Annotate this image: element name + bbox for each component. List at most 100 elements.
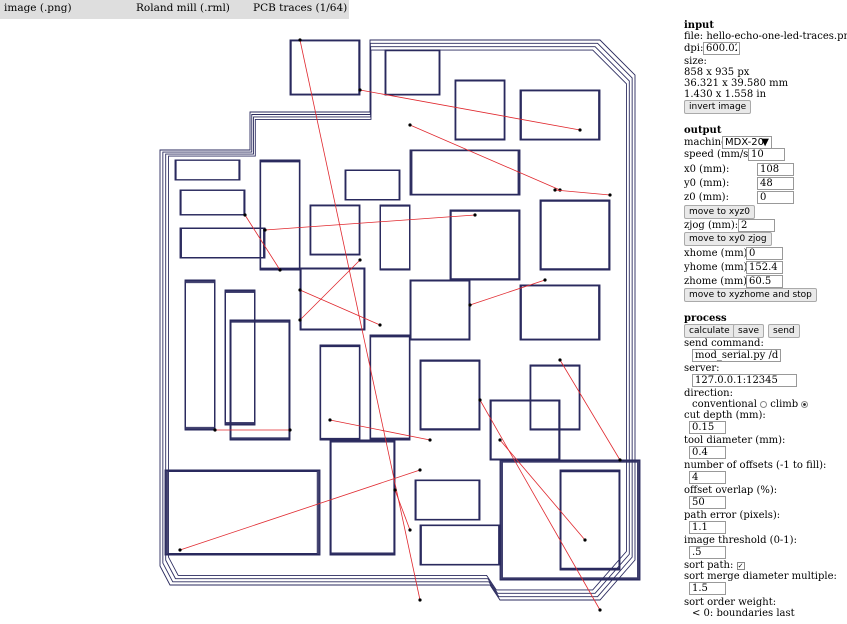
trace-offset-path	[344, 169, 401, 201]
trace-offset-path	[259, 159, 301, 271]
rapid-move-line	[299, 39, 421, 601]
trace-offset-path	[168, 49, 627, 591]
path-point	[543, 278, 547, 282]
trace-offset-path	[310, 205, 360, 255]
path-point	[298, 288, 302, 292]
offsets-label: number of offsets (-1 to fill):	[684, 460, 827, 471]
trace-offset-path	[414, 479, 481, 521]
climb-radio[interactable]	[801, 401, 809, 408]
machine-select[interactable]: MDX-20 ▼	[722, 136, 772, 149]
x0-input[interactable]	[757, 163, 794, 176]
trace-offset-path	[259, 160, 301, 270]
trace-offset-path	[174, 159, 241, 181]
trace-offset-path	[369, 334, 411, 441]
trace-offset-path	[540, 200, 610, 270]
move-to-xy0-button[interactable]: move to xy0 zjog	[684, 232, 772, 246]
trace-offset-path	[454, 79, 506, 141]
save-button[interactable]: save	[733, 324, 765, 338]
y0-label: y0 (mm):	[684, 178, 730, 189]
trace-offset-path	[539, 199, 611, 271]
trace-offset-path	[500, 460, 640, 580]
xhome-input[interactable]	[746, 247, 783, 260]
trace-offset-path	[180, 189, 245, 216]
speed-input[interactable]	[748, 148, 785, 161]
trace-offset-path	[179, 189, 246, 216]
trace-offset-path	[162, 42, 633, 598]
size-px: 858 x 935 px	[684, 67, 750, 78]
z0-input[interactable]	[757, 191, 794, 204]
trace-offset-path	[184, 281, 216, 429]
zjog-input[interactable]	[738, 219, 775, 232]
trace-offset-path	[174, 159, 241, 181]
sort-path-checkbox[interactable]: ✓	[736, 561, 745, 570]
tab-pcb-traces[interactable]: PCB traces (1/64)	[253, 2, 348, 14]
trace-offset-path	[529, 364, 581, 431]
threshold-input[interactable]	[689, 546, 726, 559]
trace-offset-path	[180, 227, 265, 259]
overlap-input[interactable]	[689, 496, 726, 509]
input-heading: input	[684, 20, 714, 31]
path-point	[358, 88, 362, 92]
move-to-xyz0-button[interactable]: move to xyz0	[684, 205, 755, 219]
size-mm: 36.321 x 39.580 mm	[684, 78, 789, 89]
tool-diameter-input[interactable]	[689, 446, 726, 459]
trace-offset-path	[330, 441, 395, 554]
trace-offset-path	[409, 279, 471, 341]
trace-offset-path	[166, 470, 319, 555]
trace-offset-path	[420, 525, 500, 565]
process-heading: process	[684, 313, 727, 324]
trace-offset-path	[159, 39, 636, 601]
rapid-move-line	[299, 289, 381, 326]
trace-offset-path	[379, 204, 411, 271]
trace-offset-path	[520, 89, 600, 141]
invert-image-button[interactable]: invert image	[684, 100, 752, 114]
path-point	[618, 458, 622, 462]
trace-offset-path	[454, 79, 506, 141]
trace-offset-path	[520, 284, 600, 341]
trace-offset-path	[300, 268, 365, 330]
sort-path-row: sort path: ✓	[684, 560, 745, 571]
trace-offset-path	[260, 160, 300, 270]
trace-offset-path	[540, 200, 610, 270]
trace-offset-path	[411, 150, 519, 195]
send-button[interactable]: send	[768, 324, 800, 338]
trace-offset-path	[290, 40, 360, 95]
cut-depth-input[interactable]	[689, 421, 726, 434]
path-point	[583, 538, 587, 542]
order-weight-note: < 0: boundaries last	[692, 608, 795, 619]
trace-offset-path	[164, 469, 321, 556]
conventional-radio[interactable]	[760, 401, 768, 408]
path-error-input[interactable]	[689, 521, 726, 534]
rapid-move-line	[359, 89, 581, 131]
trace-offset-path	[175, 159, 240, 181]
output-heading: output	[684, 125, 722, 136]
merge-input[interactable]	[689, 582, 726, 595]
calculate-button[interactable]: calculate	[684, 324, 735, 338]
offsets-input[interactable]	[689, 471, 726, 484]
threshold-label: image threshold (0-1):	[684, 535, 797, 546]
server-input[interactable]	[692, 374, 797, 387]
send-command-input[interactable]	[692, 349, 781, 362]
yhome-input[interactable]	[746, 261, 783, 274]
trace-offset-path	[560, 471, 620, 569]
trace-offset-path	[345, 170, 400, 200]
trace-offset-path	[455, 80, 505, 140]
tab-roland-mill[interactable]: Roland mill (.rml)	[136, 2, 230, 14]
path-point	[213, 428, 217, 432]
dpi-label: dpi:	[684, 43, 704, 54]
trace-offset-path	[530, 365, 580, 430]
path-point	[498, 438, 502, 442]
trace-offset-path	[521, 285, 599, 340]
path-point	[578, 128, 582, 132]
trace-offset-path	[501, 461, 639, 579]
cut-depth-label: cut depth (mm):	[684, 410, 766, 421]
y0-input[interactable]	[757, 177, 794, 190]
move-to-home-button[interactable]: move to xyzhome and stop	[684, 288, 817, 302]
size-label: size:	[684, 56, 707, 67]
trace-offset-path	[379, 204, 411, 271]
tab-image-png[interactable]: image (.png)	[4, 2, 72, 14]
trace-offset-path	[370, 335, 410, 440]
dpi-input[interactable]	[703, 42, 740, 55]
order-weight-label: sort order weight:	[684, 597, 777, 608]
zhome-input[interactable]	[746, 275, 783, 288]
